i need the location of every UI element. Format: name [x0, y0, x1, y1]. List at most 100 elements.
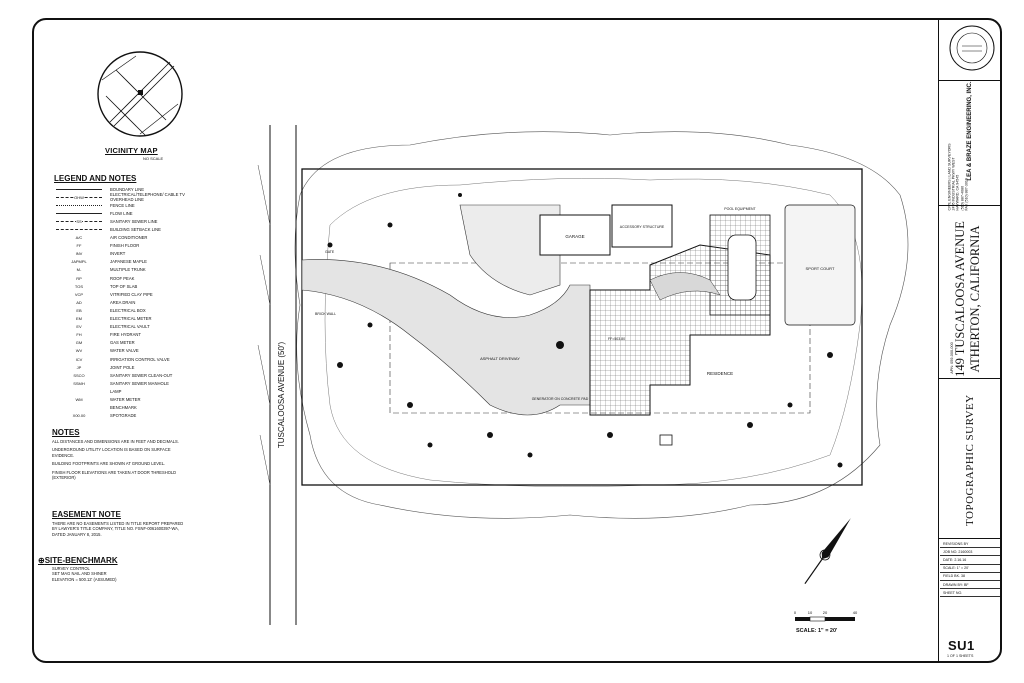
- benchmark-line: SURVEY CONTROL: [52, 566, 90, 571]
- sheet-number: SU1: [948, 638, 975, 653]
- sheet-count: 1 OF 1 SHEETS: [947, 654, 974, 658]
- legend-item: FENCE LINE: [52, 201, 192, 209]
- legend-symbol: VCP: [52, 292, 106, 297]
- vicinity-map-subtitle: NO SCALE: [143, 156, 164, 161]
- legend-code: WV: [75, 348, 83, 354]
- easement-text: THERE ARE NO EASEMENTS LISTED IN TITLE R…: [52, 521, 184, 537]
- sport-court: [784, 204, 856, 326]
- legend-label: ELECTRICAL METER: [110, 316, 152, 322]
- legend-symbol: WV: [52, 348, 106, 353]
- label-garage: GARAGE: [565, 234, 584, 239]
- notes-body: ALL DISTANCES AND DIMENSIONS ARE IN FEET…: [52, 439, 187, 483]
- note-item: BUILDING FOOTPRINTS ARE SHOWN AT GROUND …: [52, 461, 166, 467]
- legend-label: LAMP: [110, 388, 122, 394]
- legend-symbol: SS: [52, 218, 106, 224]
- title-block-row-text: JOB NO. 2160003: [943, 549, 973, 554]
- legend-label: BOUNDARY LINE: [110, 186, 145, 192]
- note-item: ALL DISTANCES AND DIMENSIONS ARE IN FEET…: [52, 439, 179, 444]
- legend-symbol: [52, 229, 106, 231]
- label-residence: RESIDENCE: [707, 371, 733, 376]
- title-block-row-text: SCALE: 1" = 20': [943, 566, 969, 571]
- title-block-row: JOB NO. 2160003: [940, 548, 1000, 557]
- legend-symbol: X00.00: [52, 413, 106, 418]
- benchmark-icon: ⊕: [38, 556, 45, 565]
- legend-code: SSCO: [73, 372, 85, 378]
- legend-label: FIRE HYDRANT: [110, 332, 141, 338]
- legend-label: BENCHMARK: [110, 405, 137, 411]
- benchmark-line: SET MAG NAIL AND SHINER: [52, 571, 107, 577]
- pool: [727, 234, 757, 301]
- legend-symbol: SSMH: [52, 381, 106, 386]
- label-driveway: ASPHALT DRIVEWAY: [480, 356, 520, 361]
- title-block: [938, 18, 1003, 663]
- contour-cloud-inner: [324, 178, 863, 487]
- legend-symbol: FH: [52, 332, 106, 337]
- title-block-row-text: FIELD BK. 38: [943, 574, 965, 579]
- legend-title: LEGEND AND NOTES: [54, 174, 137, 183]
- legend-symbol: SSCO: [52, 373, 106, 378]
- legend-label: SANITARY SEWER LINE: [110, 218, 158, 224]
- legend-code: SSMH: [73, 380, 85, 386]
- legend-symbol: AD: [52, 300, 106, 305]
- legend-label: BUILDING SETBACK LINE: [110, 227, 161, 233]
- title-block-divider: [938, 80, 1002, 81]
- legend-code: TOS: [74, 283, 84, 289]
- legend-symbol: M-: [52, 267, 106, 272]
- legend-item: BOUNDARY LINE: [52, 185, 192, 193]
- legend-label: ELECTRICAL BOX: [110, 307, 146, 313]
- legend-label: SPOTGRADE: [110, 413, 137, 419]
- legend-label: WATER METER: [110, 396, 141, 402]
- legend-item: FLOW LINE: [52, 209, 192, 217]
- legend-label: WATER VALVE: [110, 348, 139, 354]
- title-block-row-text: DATE: 2.16.16: [943, 557, 967, 562]
- contour-cloud: [294, 131, 909, 519]
- note-item: FINISH FLOOR ELEVATIONS ARE TAKEN AT DOO…: [52, 469, 177, 481]
- legend-symbol: RP: [52, 276, 106, 281]
- title-block-divider: [938, 378, 1002, 379]
- title-block-row-text: REVISIONS BY: [943, 541, 969, 546]
- legend-label: AIR CONDITIONER: [110, 235, 148, 241]
- legend-item: BUILDING SETBACK LINE: [52, 225, 192, 233]
- legend-symbol: FF: [52, 243, 106, 248]
- street-hatch: [257, 164, 271, 486]
- legend-symbol: A/C: [52, 235, 106, 240]
- concrete-walkway: [649, 272, 721, 301]
- legend-code: JP: [76, 364, 82, 370]
- legend-symbol: [52, 188, 106, 190]
- title-block-divider: [938, 205, 1002, 206]
- legend-code: A/C: [75, 235, 83, 241]
- legend-item: SS SANITARY SEWER LINE: [52, 217, 192, 225]
- legend-code: SS: [76, 218, 82, 224]
- asphalt-driveway-north: [459, 204, 561, 296]
- legend-label: JOINT POLE: [110, 364, 135, 370]
- legend-label: MULTIPLE TRUNK: [110, 267, 146, 273]
- legend-code: WM: [75, 396, 83, 402]
- legend-code: VCP: [74, 291, 84, 297]
- scale-bar: 0 10 20 40: [794, 610, 858, 622]
- project-address: 149 TUSCALOOSA AVENUE ATHERTON, CALIFORN…: [953, 211, 983, 387]
- legend-label: VITRIFIED CLAY PIPE: [110, 291, 153, 297]
- garage-building: [539, 214, 611, 256]
- legend-code: ICV: [75, 356, 83, 362]
- legend-code: X00.00: [72, 413, 86, 419]
- legend-code: FH: [76, 332, 82, 338]
- legend-code: FF: [76, 243, 82, 249]
- label-sport-court: SPORT COURT: [806, 266, 835, 271]
- legend-label: GAS METER: [110, 340, 135, 346]
- legend-item: WV WATER VALVE: [52, 347, 192, 355]
- title-block-row: FIELD BK. 38: [940, 573, 1000, 581]
- site-plan-drawing: TUSCALOOSA AVENUE (50') GARAGE ACCESSORY…: [257, 125, 909, 625]
- legend-line-symbol: [56, 229, 102, 231]
- legend-symbol: JP: [52, 365, 106, 370]
